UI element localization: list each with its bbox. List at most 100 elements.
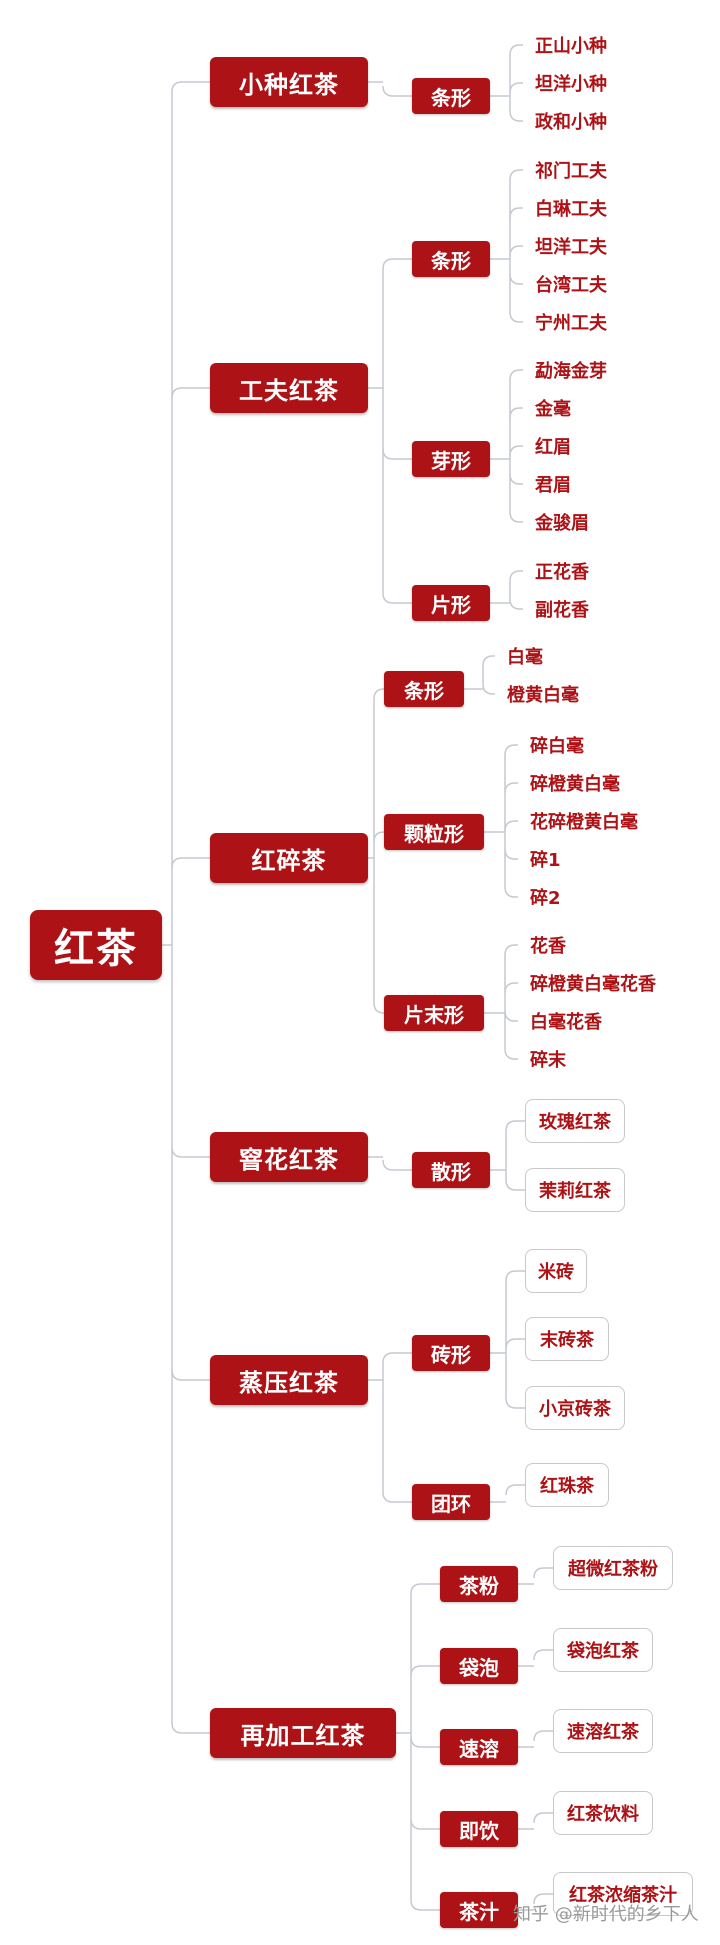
group-connector-2-2-link-0 — [504, 944, 518, 956]
leaf-1-0-3: 台湾工夫 — [535, 275, 607, 296]
group-connector-5-3-link-0 — [533, 1812, 553, 1824]
leaf-1-2-1: 副花香 — [535, 600, 589, 621]
root-connector-link-5 — [171, 1722, 210, 1734]
branch-connector-4-link-0 — [382, 1352, 412, 1364]
leaf-3-0-1: 茉莉红茶 — [525, 1168, 625, 1212]
branch-node-0: 小种红茶 — [210, 57, 368, 107]
branch-connector-2-link-0 — [373, 688, 385, 700]
branch-node-1: 工夫红茶 — [210, 363, 368, 413]
leaf-1-2-0: 正花香 — [535, 562, 589, 583]
group-connector-1-0-link-3 — [509, 273, 523, 285]
group-connector-5-2-link-0 — [533, 1730, 553, 1742]
leaf-2-2-1: 碎橙黄白毫花香 — [530, 974, 656, 995]
leaf-2-1-3: 碎1 — [530, 850, 561, 871]
group-connector-5-1-link-0 — [533, 1649, 553, 1661]
branch-connector-4-link-1 — [382, 1491, 412, 1503]
group-connector-5-0-link-0 — [533, 1567, 553, 1579]
root-connector-link-1 — [171, 387, 210, 399]
branch-connector-5-link-1 — [410, 1665, 440, 1677]
leaf-1-1-1: 金毫 — [535, 399, 571, 420]
group-connector-1-0-link-0 — [509, 169, 523, 181]
branch-node-5: 再加工红茶 — [210, 1708, 396, 1758]
group-node-2-0: 条形 — [384, 671, 464, 707]
root-connector-link-0 — [171, 81, 210, 93]
leaf-1-0-1: 白琳工夫 — [535, 199, 607, 220]
group-connector-4-0-link-2 — [505, 1397, 525, 1409]
leaf-2-1-4: 碎2 — [530, 888, 561, 909]
branch-connector-5-link-4 — [410, 1899, 440, 1911]
group-connector-2-1-link-2 — [504, 820, 518, 832]
branch-node-4: 蒸压红茶 — [210, 1355, 368, 1405]
branch-connector-1-link-1 — [382, 448, 412, 460]
group-connector-0-0-link-0 — [509, 44, 523, 56]
leaf-5-2-0: 速溶红茶 — [553, 1709, 653, 1753]
branch-connector-1-link-0 — [382, 258, 412, 270]
group-connector-1-0-link-2 — [509, 245, 523, 257]
group-connector-1-0-link-1 — [509, 207, 523, 219]
leaf-5-3-0: 红茶饮料 — [553, 1791, 653, 1835]
group-node-4-0: 砖形 — [412, 1335, 490, 1371]
root-connector-link-3 — [171, 1146, 210, 1158]
group-node-5-0: 茶粉 — [440, 1566, 518, 1602]
group-connector-4-0-link-0 — [505, 1270, 525, 1282]
group-connector-1-1-link-1 — [509, 407, 523, 419]
group-connector-1-1-link-4 — [509, 511, 523, 523]
group-connector-1-0-link-4 — [509, 311, 523, 323]
leaf-0-0-2: 政和小种 — [535, 112, 607, 133]
root-node: 红茶 — [30, 910, 162, 980]
leaf-1-1-3: 君眉 — [535, 475, 571, 496]
branch-connector-5-link-2 — [410, 1736, 440, 1748]
leaf-1-1-4: 金骏眉 — [535, 513, 589, 534]
group-node-1-2: 片形 — [412, 585, 490, 621]
leaf-0-0-0: 正山小种 — [535, 36, 607, 57]
leaf-4-1-0: 红珠茶 — [525, 1463, 609, 1507]
leaf-2-1-2: 花碎橙黄白毫 — [530, 812, 638, 833]
group-connector-1-1-link-2 — [509, 445, 523, 457]
group-connector-4-1-link-0 — [505, 1484, 525, 1496]
branch-connector-2-link-1 — [373, 831, 385, 843]
leaf-1-0-2: 坦洋工夫 — [535, 237, 607, 258]
branch-connector-0-link-0 — [382, 85, 412, 97]
branch-connector-5-link-3 — [410, 1818, 440, 1830]
group-connector-2-0-link-0 — [482, 655, 495, 667]
leaf-2-2-3: 碎末 — [530, 1050, 566, 1071]
group-node-5-1: 袋泡 — [440, 1648, 518, 1684]
leaf-2-2-2: 白毫花香 — [530, 1012, 602, 1033]
group-connector-2-1-link-3 — [504, 848, 518, 860]
group-connector-2-2-link-2 — [504, 1010, 518, 1022]
branch-node-3: 窨花红茶 — [210, 1132, 368, 1182]
leaf-5-0-0: 超微红茶粉 — [553, 1546, 673, 1590]
group-connector-2-2-link-1 — [504, 982, 518, 994]
group-node-0-0: 条形 — [412, 78, 490, 114]
group-connector-0-0-link-1 — [509, 82, 523, 94]
group-connector-2-0-link-1 — [482, 683, 495, 695]
leaf-0-0-1: 坦洋小种 — [535, 74, 607, 95]
leaf-4-0-0: 米砖 — [525, 1249, 587, 1293]
branch-node-2: 红碎茶 — [210, 833, 368, 883]
branch-connector-2-link-2 — [373, 1002, 385, 1014]
leaf-2-0-0: 白毫 — [507, 647, 543, 668]
leaf-3-0-0: 玫瑰红茶 — [525, 1099, 625, 1143]
group-connector-5-4-link-0 — [533, 1893, 553, 1905]
group-connector-1-2-link-1 — [509, 598, 523, 610]
group-node-2-2: 片末形 — [384, 995, 484, 1031]
leaf-1-1-0: 勐海金芽 — [535, 361, 607, 382]
group-connector-0-0-link-2 — [509, 110, 523, 122]
root-connector-link-4 — [171, 1369, 210, 1381]
group-connector-3-0-link-0 — [505, 1120, 525, 1132]
watermark: 知乎 @新时代的乡下人 — [513, 1904, 699, 1925]
branch-connector-5-link-0 — [410, 1583, 440, 1595]
leaf-5-4-0: 红茶浓缩茶汁 — [553, 1872, 693, 1916]
group-connector-4-0-link-1 — [505, 1338, 525, 1350]
group-connector-2-1-link-4 — [504, 886, 518, 898]
leaf-4-0-2: 小京砖茶 — [525, 1386, 625, 1430]
branch-connector-3-link-0 — [382, 1159, 412, 1171]
group-connector-1-1-link-0 — [509, 369, 523, 381]
leaf-1-1-2: 红眉 — [535, 437, 571, 458]
group-node-5-3: 即饮 — [440, 1811, 518, 1847]
group-connector-1-2-link-0 — [509, 570, 523, 582]
root-connector-link-2 — [171, 857, 210, 869]
leaf-2-0-1: 橙黄白毫 — [507, 685, 579, 706]
group-node-3-0: 散形 — [412, 1152, 490, 1188]
